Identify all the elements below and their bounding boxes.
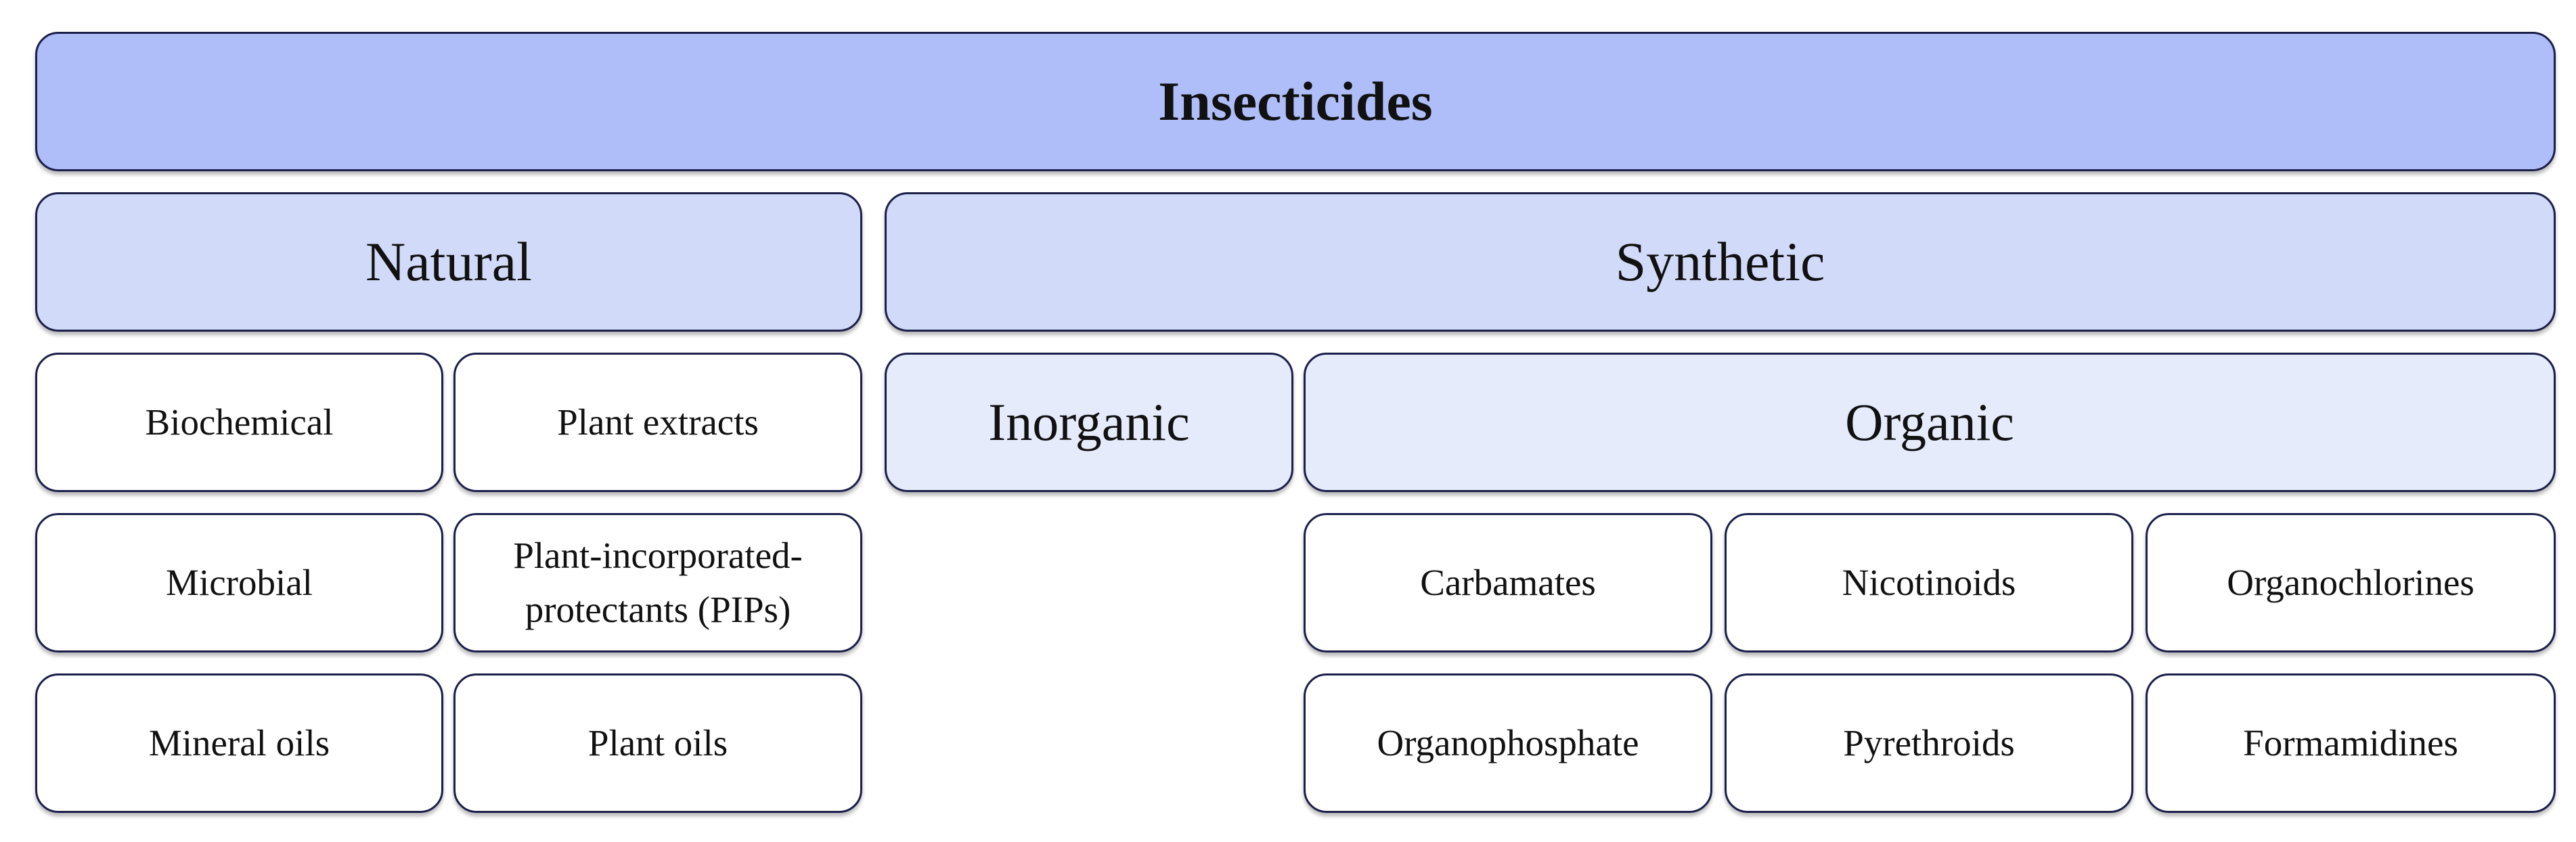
leaf-node-pips: Plant-incorporated- protectants (PIPs) <box>453 513 862 652</box>
leaf-label: Carbamates <box>1420 562 1596 604</box>
inorganic-label: Inorganic <box>988 393 1190 452</box>
leaf-label: Plant extracts <box>557 401 759 443</box>
category-node-synthetic: Synthetic <box>885 192 2556 332</box>
root-label: Insecticides <box>1158 70 1433 132</box>
leaf-node-formamidines: Formamidines <box>2146 673 2556 813</box>
organic-label: Organic <box>1845 393 2014 452</box>
leaf-label: Organochlorines <box>2227 562 2474 604</box>
leaf-label: Organophosphate <box>1377 722 1639 764</box>
leaf-node-plant-oils: Plant oils <box>453 673 862 813</box>
category-node-natural: Natural <box>35 192 862 332</box>
leaf-node-plant-extracts: Plant extracts <box>453 353 862 492</box>
leaf-label: Formamidines <box>2243 722 2458 764</box>
natural-label: Natural <box>365 230 532 292</box>
leaf-node-microbial: Microbial <box>35 513 443 652</box>
synthetic-label: Synthetic <box>1615 230 1825 292</box>
leaf-label: Biochemical <box>145 401 334 443</box>
leaf-node-biochemical: Biochemical <box>35 353 443 492</box>
leaf-label: Pyrethroids <box>1843 722 2015 764</box>
leaf-node-mineral-oils: Mineral oils <box>35 673 443 813</box>
leaf-label: Plant-incorporated- protectants (PIPs) <box>513 529 803 637</box>
subcategory-node-inorganic: Inorganic <box>885 353 1293 492</box>
leaf-node-pyrethroids: Pyrethroids <box>1725 673 2133 813</box>
leaf-node-carbamates: Carbamates <box>1304 513 1712 652</box>
leaf-label: Nicotinoids <box>1842 562 2016 604</box>
leaf-label: Mineral oils <box>148 722 330 764</box>
leaf-label-line-2: protectants (PIPs) <box>525 589 791 630</box>
leaf-label-line-1: Plant-incorporated- <box>513 535 803 577</box>
root-node-insecticides: Insecticides <box>35 32 2556 171</box>
leaf-label: Microbial <box>166 562 313 604</box>
leaf-node-nicotinoids: Nicotinoids <box>1725 513 2133 652</box>
leaf-label: Plant oils <box>587 722 728 764</box>
subcategory-node-organic: Organic <box>1304 353 2556 492</box>
leaf-node-organophosphate: Organophosphate <box>1304 673 1712 813</box>
leaf-node-organochlorines: Organochlorines <box>2146 513 2556 652</box>
